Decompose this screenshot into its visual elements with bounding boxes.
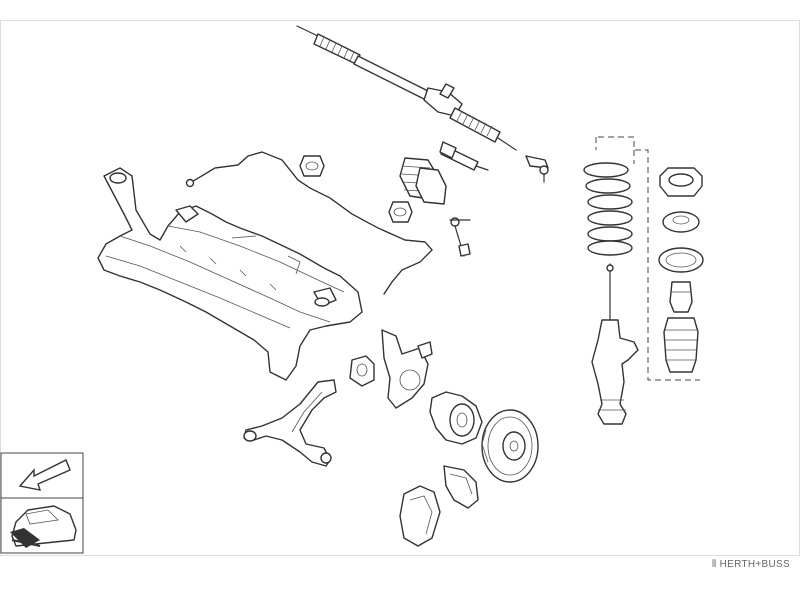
brake-disc (481, 409, 539, 483)
front-subframe (97, 167, 363, 381)
vehicle-location-inset (0, 452, 84, 554)
spring-seat (658, 247, 704, 273)
strut-top-mount (659, 167, 703, 197)
stabiliser-link (449, 217, 471, 257)
coil-spring (583, 162, 633, 256)
lower-control-arm (243, 379, 337, 467)
direction-arrow-icon (18, 459, 71, 491)
brake-pad-outer (443, 465, 479, 509)
stabiliser-bush-2 (388, 201, 413, 223)
tie-rod-end-left (439, 141, 489, 171)
strut-assembly-bracket (595, 136, 700, 381)
bump-stop (669, 281, 693, 313)
shock-absorber-strut (591, 263, 639, 425)
brake-pad-inner (399, 485, 441, 547)
brand-logo-text: HERTH+BUSS (719, 559, 790, 570)
strut-bearing (662, 211, 700, 233)
control-arm-bush (349, 355, 375, 387)
wheel-hub (429, 391, 483, 445)
stabiliser-bush-1 (299, 155, 325, 177)
steering-knuckle (381, 329, 433, 409)
brand-logo-icon: ⦀ (711, 559, 717, 570)
car-location-icon (10, 505, 77, 548)
tie-rod-end-right (525, 155, 549, 183)
brand-logo: ⦀ HERTH+BUSS (712, 559, 790, 570)
dust-boot (663, 317, 699, 373)
steering-boot-right (415, 167, 447, 205)
stabiliser-bar (185, 151, 433, 295)
steering-rack (296, 25, 517, 151)
